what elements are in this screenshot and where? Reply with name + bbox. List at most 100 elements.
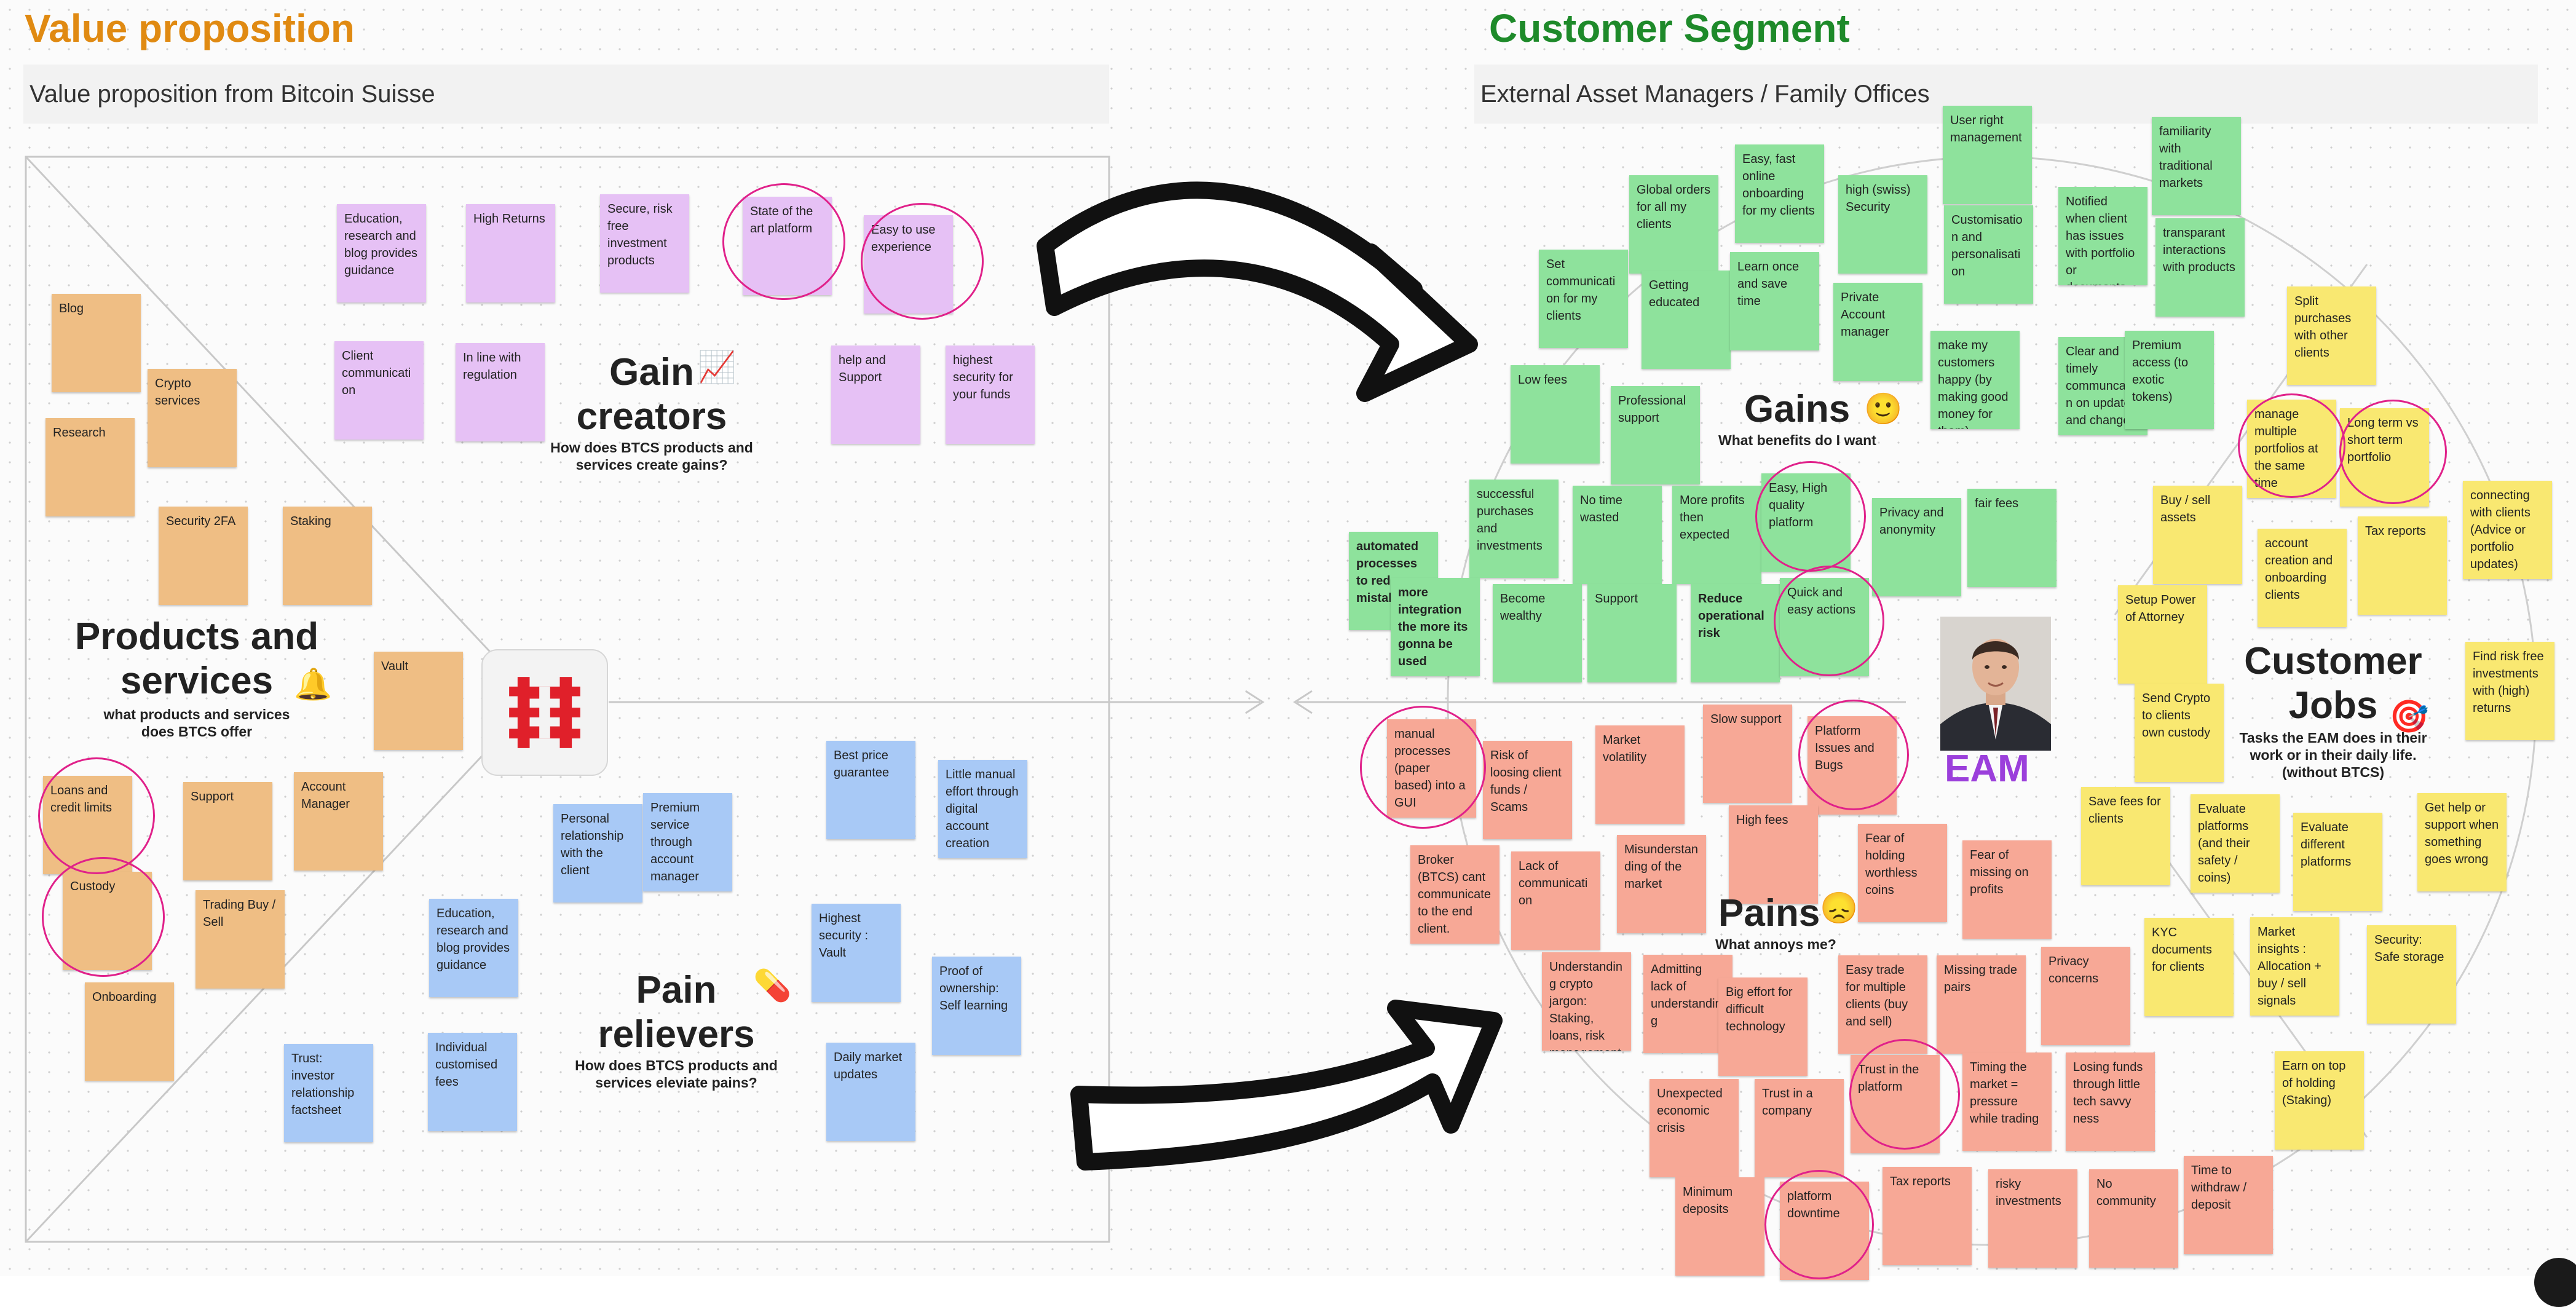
sticky-note-orange[interactable]: Research (45, 418, 135, 516)
sticky-note-green[interactable]: Reduce operational risk (1691, 584, 1780, 682)
sticky-note-red[interactable]: Fear of holding worthless coins (1858, 824, 1947, 922)
sticky-note-green[interactable]: Private Account manager (1833, 283, 1922, 381)
sticky-note-red[interactable]: platform downtime (1780, 1182, 1869, 1280)
sticky-note-green[interactable]: No time wasted (1573, 486, 1662, 584)
sticky-note-blue[interactable]: Highest security : Vault (812, 904, 901, 1002)
sticky-note-orange[interactable]: Trading Buy / Sell (196, 890, 285, 989)
sticky-note-green[interactable]: fair fees (1967, 489, 2056, 587)
sticky-note-red[interactable]: Understanding crypto jargon: Staking, lo… (1542, 952, 1631, 1051)
sticky-note-purple[interactable]: State of the art platform (743, 197, 832, 295)
sticky-note-blue[interactable]: Daily market updates (826, 1043, 915, 1141)
sticky-note-blue[interactable]: Little manual effort through digital acc… (938, 760, 1027, 858)
sticky-note-green[interactable]: high (swiss) Security (1838, 175, 1927, 274)
sticky-note-red[interactable]: Missing trade pairs (1937, 955, 2026, 1054)
sticky-note-green[interactable]: User right management (1943, 106, 2032, 204)
sticky-note-red[interactable]: Trust in a company (1755, 1079, 1844, 1177)
sticky-note-blue[interactable]: Individual customised fees (428, 1033, 517, 1131)
sticky-note-red[interactable]: Timing the market = pressure while tradi… (1962, 1052, 2052, 1151)
sticky-note-orange[interactable]: Onboarding (85, 982, 174, 1081)
sticky-note-red[interactable]: risky investments (1988, 1169, 2077, 1268)
sticky-note-blue[interactable]: Personal relationship with the client (553, 804, 642, 902)
sticky-note-yellow[interactable]: Security: Safe storage (2367, 925, 2456, 1024)
sticky-note-green[interactable]: successful purchases and investments (1469, 480, 1559, 578)
sticky-note-yellow[interactable]: Send Crypto to clients own custody (2135, 684, 2224, 782)
sticky-note-yellow[interactable]: Long term vs short term portfolio (2340, 408, 2429, 507)
sticky-note-green[interactable]: Professional support (1611, 386, 1700, 484)
sticky-note-yellow[interactable]: Setup Power of Attorney (2118, 585, 2207, 684)
sticky-note-yellow[interactable]: connecting with clients (Advice or portf… (2463, 481, 2552, 579)
sticky-note-yellow[interactable]: Evaluate different platforms (2293, 813, 2382, 911)
sticky-note-red[interactable]: Misunderstanding of the market (1617, 835, 1706, 933)
sticky-note-green[interactable]: Quick and easy actions (1780, 578, 1869, 676)
sticky-note-yellow[interactable]: Get help or support when something goes … (2417, 793, 2507, 891)
sticky-note-green[interactable]: more integration the more its gonna be u… (1391, 578, 1480, 676)
sticky-note-green[interactable]: familiarity with traditional markets (2152, 117, 2241, 215)
sticky-note-red[interactable]: Easy trade for multiple clients (buy and… (1838, 955, 1927, 1054)
sticky-note-blue[interactable]: Premium service through account manager (643, 793, 732, 891)
sticky-note-yellow[interactable]: Buy / sell assets (2153, 486, 2242, 584)
sticky-note-yellow[interactable]: Save fees for clients (2081, 787, 2170, 885)
sticky-note-green[interactable]: Premium access (to exotic tokens) (2125, 331, 2214, 429)
sticky-note-green[interactable]: Notified when client has issues with por… (2058, 187, 2147, 285)
sticky-note-orange[interactable]: Account Manager (294, 772, 383, 871)
sticky-note-red[interactable]: Trust in the platform (1851, 1055, 1940, 1153)
sticky-note-red[interactable]: Risk of loosing client funds / Scams (1483, 741, 1572, 839)
sticky-note-yellow[interactable]: manage multiple portfolios at the same t… (2247, 400, 2336, 498)
sticky-note-green[interactable]: Getting educated (1642, 270, 1731, 369)
sticky-note-red[interactable]: Slow support (1703, 705, 1792, 803)
sticky-note-green[interactable]: Become wealthy (1493, 584, 1582, 682)
sticky-note-blue[interactable]: Proof of ownership: Self learning (932, 957, 1021, 1055)
sticky-note-orange[interactable]: Blog (52, 294, 141, 392)
sticky-note-orange[interactable]: Loans and credit limits (43, 776, 132, 874)
sticky-note-red[interactable]: Admitting lack of understanding (1643, 955, 1732, 1053)
sticky-note-green[interactable]: transparant interactions with products (2155, 218, 2245, 317)
sticky-note-red[interactable]: Minimum deposits (1675, 1177, 1764, 1276)
corner-control[interactable] (2534, 1258, 2576, 1307)
sticky-note-red[interactable]: High fees (1729, 805, 1818, 904)
sticky-note-red[interactable]: manual processes (paper based) into a GU… (1387, 719, 1476, 818)
sticky-note-orange[interactable]: Security 2FA (159, 507, 248, 605)
sticky-note-red[interactable]: Platform Issues and Bugs (1808, 716, 1897, 815)
sticky-note-yellow[interactable]: KYC documents for clients (2144, 918, 2234, 1016)
sticky-note-yellow[interactable]: Earn on top of holding (Staking) (2275, 1051, 2364, 1150)
sticky-note-yellow[interactable]: Market insights : Allocation + buy / sel… (2250, 917, 2339, 1016)
sticky-note-red[interactable]: Broker (BTCS) cant communicate to the en… (1410, 845, 1499, 944)
sticky-note-red[interactable]: Big effort for difficult technology (1718, 977, 1808, 1076)
sticky-note-red[interactable]: Fear of missing on profits (1962, 840, 2052, 939)
sticky-note-yellow[interactable]: Split purchases with other clients (2287, 286, 2376, 385)
sticky-note-orange[interactable]: Crypto services (148, 369, 237, 467)
sticky-note-purple[interactable]: Client communication (334, 341, 424, 440)
sticky-note-yellow[interactable]: Tax reports (2358, 516, 2447, 615)
sticky-note-orange[interactable]: Vault (374, 652, 463, 750)
sticky-note-red[interactable]: Market volatility (1595, 725, 1685, 824)
sticky-note-red[interactable]: No community (2089, 1169, 2178, 1268)
sticky-note-purple[interactable]: Easy to use experience (864, 215, 953, 314)
sticky-note-yellow[interactable]: Evaluate platforms (and their safety / c… (2191, 794, 2280, 893)
sticky-note-green[interactable]: Privacy and anonymity (1872, 498, 1961, 596)
sticky-note-purple[interactable]: In line with regulation (456, 343, 545, 441)
sticky-note-green[interactable]: Low fees (1511, 365, 1600, 464)
sticky-note-orange[interactable]: Staking (283, 507, 372, 605)
sticky-note-yellow[interactable]: Find risk free investments with (high) r… (2465, 642, 2554, 740)
sticky-note-purple[interactable]: Education, research and blog provides gu… (337, 204, 426, 302)
sticky-note-green[interactable]: Learn once and save time (1730, 252, 1819, 350)
sticky-note-green[interactable]: make my customers happy (by making good … (1930, 331, 2020, 429)
sticky-note-purple[interactable]: High Returns (466, 204, 555, 302)
sticky-note-orange[interactable]: Custody (63, 872, 152, 970)
sticky-note-green[interactable]: Global orders for all my clients (1629, 175, 1718, 274)
sticky-note-green[interactable]: Easy, High quality platform (1761, 473, 1851, 572)
sticky-note-red[interactable]: Losing funds through little tech savvy n… (2066, 1052, 2155, 1151)
sticky-note-red[interactable]: Tax reports (1883, 1167, 1972, 1265)
sticky-note-red[interactable]: Time to withdraw / deposit (2184, 1156, 2273, 1254)
sticky-note-blue[interactable]: Education, research and blog provides gu… (429, 899, 518, 997)
sticky-note-blue[interactable]: Best price guarantee (826, 741, 915, 839)
sticky-note-red[interactable]: Privacy concerns (2041, 947, 2130, 1045)
sticky-note-purple[interactable]: Secure, risk free investment products (600, 194, 689, 293)
sticky-note-yellow[interactable]: account creation and onboarding clients (2258, 529, 2347, 627)
sticky-note-purple[interactable]: highest security for your funds (946, 346, 1035, 444)
sticky-note-green[interactable]: Support (1587, 584, 1677, 682)
sticky-note-purple[interactable]: help and Support (831, 346, 920, 444)
sticky-note-red[interactable]: Lack of communication (1511, 851, 1600, 950)
sticky-note-green[interactable]: Easy, fast online onboarding for my clie… (1735, 144, 1824, 243)
sticky-note-green[interactable]: Set communication for my clients (1539, 250, 1628, 348)
